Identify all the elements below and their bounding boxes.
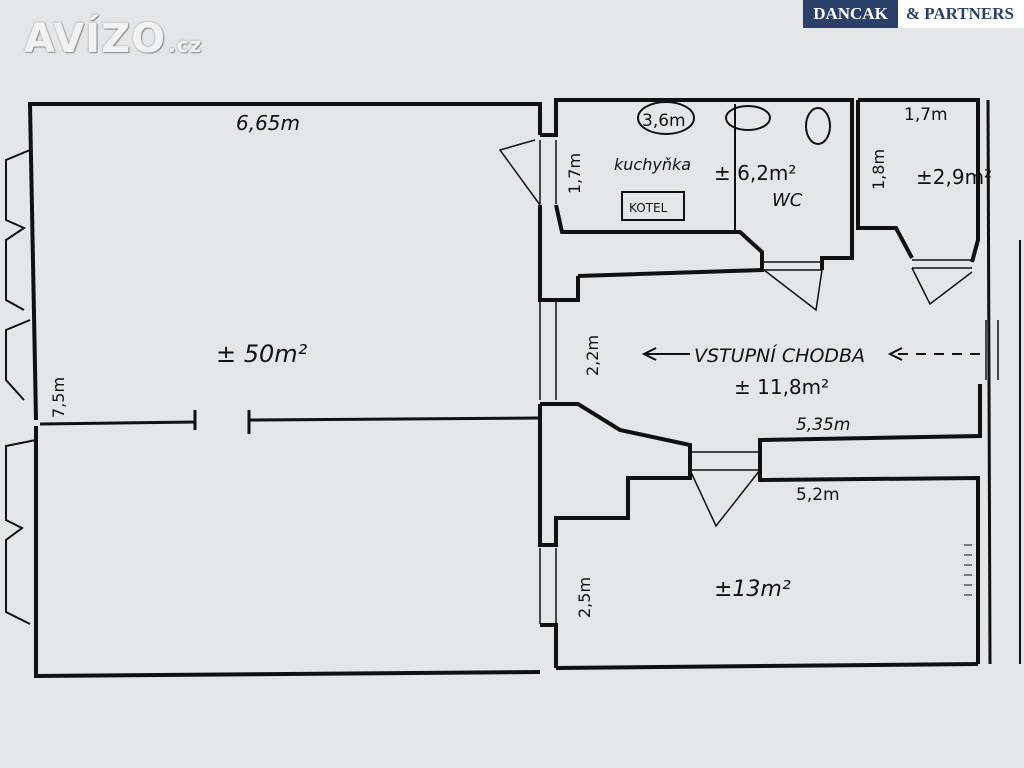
- right-room-area: ±2,9m²: [916, 165, 992, 189]
- dim-right-height: 1,8m: [869, 149, 888, 190]
- kitchen-wall: [540, 98, 854, 270]
- corridor-name: VSTUPNÍ CHODBA: [694, 344, 865, 367]
- dim-top-living: 6,65m: [236, 111, 300, 135]
- corridor-wall-right: [758, 384, 982, 664]
- door-openings: [539, 140, 999, 624]
- door-swings: [498, 139, 973, 528]
- partition-wall-upper: [538, 205, 580, 302]
- partition-wall-bottom: [540, 623, 558, 668]
- living-room-wall: [27, 102, 542, 421]
- living-divider-right: [249, 416, 541, 422]
- living-room-wall-lower: [34, 426, 541, 679]
- avizo-logo-tld: .cz: [168, 33, 203, 57]
- room-area: ±13m²: [714, 577, 791, 602]
- kotel-label: KOTEL: [629, 201, 668, 215]
- agency-partner: & PARTNERS: [897, 0, 1024, 28]
- dim-kitchen-height: 1,7m: [565, 153, 584, 194]
- agency-name: DANCAK: [803, 0, 898, 28]
- dim-right-top: 1,7m: [904, 105, 948, 125]
- avizo-logo-main: AVÍZO: [24, 16, 167, 62]
- avizo-logo: AVÍZO .cz: [24, 16, 202, 66]
- small-room-wall-lower: [856, 100, 914, 259]
- toilet-fixture: [805, 107, 831, 145]
- kitchen-area: ± 6,2m²: [714, 161, 796, 185]
- kitchen-name: kuchyňka: [614, 155, 691, 174]
- dim-living-height: 7,5m: [49, 377, 68, 418]
- kotel-box: [621, 191, 685, 221]
- living-area: ± 50m²: [216, 340, 308, 368]
- agency-brand: DANCAK & PARTNERS: [803, 0, 1024, 28]
- living-divider-left: [39, 420, 197, 426]
- left-windows: [5, 149, 37, 625]
- small-room-wall: [858, 98, 980, 263]
- partition-wall-block: [538, 402, 692, 547]
- room-bottom-wall: [555, 662, 979, 670]
- dim-corridor-width: 5,35m: [796, 415, 850, 435]
- corridor-area: ± 11,8m²: [734, 375, 829, 399]
- dim-room-height: 2,5m: [575, 577, 594, 618]
- dim-room-width: 5,2m: [796, 485, 840, 505]
- entry-arrows: [641, 347, 980, 361]
- dim-kitchen-width: 3,6m: [642, 111, 686, 131]
- kitchen-wall-lower: [554, 204, 764, 278]
- sink-fixture: [637, 101, 695, 135]
- basin-fixture: [725, 105, 771, 131]
- radiator-hatch: [964, 544, 972, 596]
- outer-right-wall: [986, 99, 992, 665]
- dim-corridor-height: 2,2m: [583, 335, 602, 376]
- wc-label: WC: [772, 190, 803, 211]
